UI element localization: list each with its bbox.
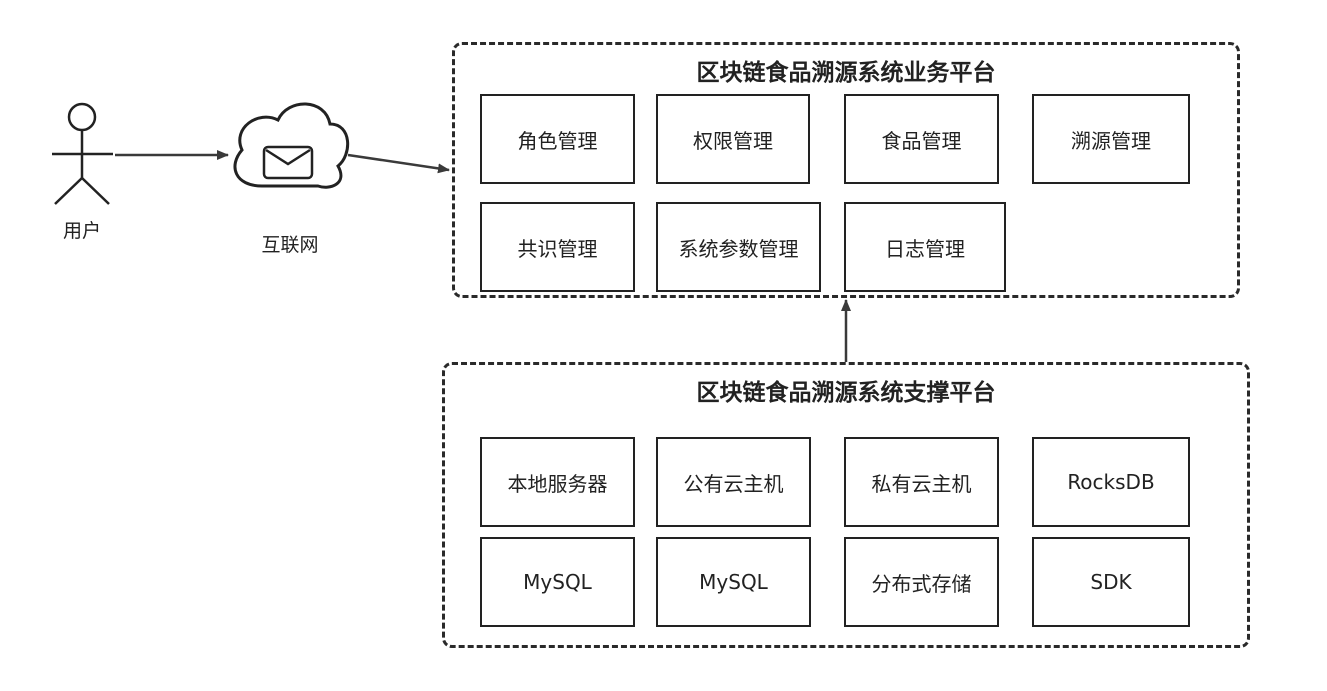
module-mysql-2: MySQL	[656, 537, 811, 627]
module-log-management: 日志管理	[844, 202, 1006, 292]
module-local-server: 本地服务器	[480, 437, 635, 527]
module-traceability-management: 溯源管理	[1032, 94, 1190, 184]
support-platform-title: 区块链食品溯源系统支撑平台	[696, 380, 996, 406]
module-consensus-management: 共识管理	[480, 202, 635, 292]
module-mysql-1: MySQL	[480, 537, 635, 627]
module-role-management: 角色管理	[480, 94, 635, 184]
support-platform: 区块链食品溯源系统支撑平台	[442, 362, 1250, 648]
module-sdk: SDK	[1032, 537, 1190, 627]
module-public-cloud-host: 公有云主机	[656, 437, 811, 527]
module-permission-management: 权限管理	[656, 94, 810, 184]
module-food-management: 食品管理	[844, 94, 999, 184]
user-actor-icon	[52, 102, 113, 205]
module-private-cloud-host: 私有云主机	[844, 437, 999, 527]
module-distributed-storage: 分布式存储	[844, 537, 999, 627]
module-rocksdb: RocksDB	[1032, 437, 1190, 527]
internet-label: 互联网	[261, 234, 319, 256]
business-platform-title: 区块链食品溯源系统业务平台	[696, 60, 996, 86]
business-platform: 区块链食品溯源系统业务平台	[452, 42, 1240, 298]
internet-cloud-icon	[233, 102, 350, 189]
user-label: 用户	[62, 220, 101, 242]
envelope-icon	[262, 145, 314, 180]
module-system-parameter-management: 系统参数管理	[656, 202, 821, 292]
arrow-internet-to-business	[347, 153, 450, 174]
